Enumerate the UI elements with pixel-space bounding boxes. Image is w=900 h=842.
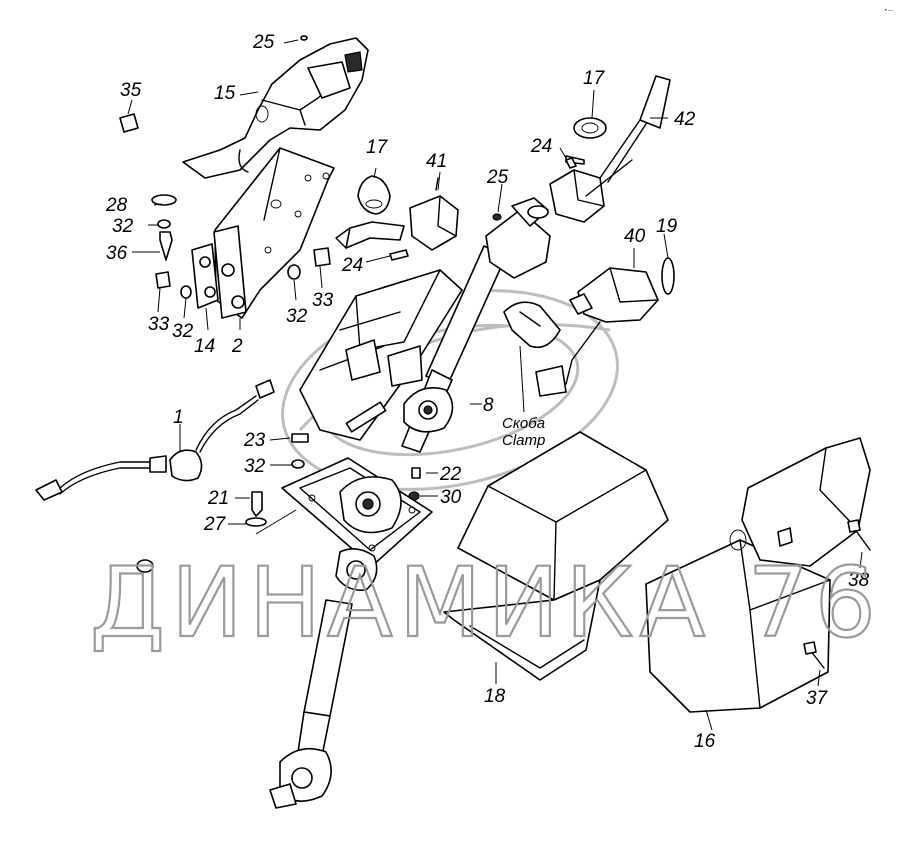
callout-1: 1 [173, 407, 184, 428]
clamp-note-ru: Скоба [502, 415, 545, 432]
callout-22: 22 [439, 464, 462, 485]
watermark-text: ДИНАМИКА 76 [90, 547, 882, 659]
leader-lines [127, 39, 863, 731]
callout-32-floor: 32 [244, 456, 266, 477]
cap-part-17 [357, 175, 391, 215]
intermediate-shaft [269, 548, 378, 809]
callout-18: 18 [484, 686, 506, 707]
callout-32-plate: 32 [286, 306, 308, 327]
callout-30: 30 [440, 487, 462, 508]
lower-cover-part-16 [645, 437, 871, 713]
callout-14: 14 [194, 336, 215, 357]
combination-switch-part-42 [549, 75, 671, 223]
corner-mark: •— [884, 7, 894, 14]
callout-32-bracket: 32 [172, 321, 194, 342]
callout-19: 19 [656, 216, 678, 237]
housing-part-18 [443, 431, 669, 681]
callout-2: 2 [231, 336, 243, 357]
callout-16: 16 [694, 731, 716, 752]
callout-33-left: 33 [148, 314, 170, 335]
screws [136, 519, 871, 669]
steering-column-part-8 [299, 197, 551, 453]
clamp [503, 301, 561, 349]
callout-17-cap: 17 [366, 137, 389, 158]
bracket-plate-part-2 [191, 147, 335, 319]
hardware-left [119, 35, 331, 299]
callout-8: 8 [483, 395, 494, 416]
floor-plate [281, 457, 433, 567]
callout-24-lower: 24 [341, 255, 363, 276]
callout-27: 27 [203, 514, 227, 535]
ignition-switch-part-40 [535, 257, 675, 397]
callout-24-upper: 24 [530, 136, 552, 157]
callout-21: 21 [207, 488, 229, 509]
switch-part-41 [335, 177, 459, 251]
callout-37: 37 [806, 688, 829, 709]
callout-38: 38 [848, 570, 870, 591]
callout-25-top: 25 [252, 32, 275, 53]
callout-35: 35 [120, 80, 142, 101]
sensor-cable-part-1 [35, 379, 275, 501]
callout-41: 41 [426, 151, 447, 172]
callout-15: 15 [214, 83, 236, 104]
upper-cover-part-15 [182, 37, 369, 179]
callout-40: 40 [624, 226, 646, 247]
callout-36: 36 [106, 243, 128, 264]
callout-33-right: 33 [312, 290, 334, 311]
callout-42: 42 [674, 109, 696, 130]
clamp-note-en: Clamp [502, 432, 545, 449]
callout-28: 28 [105, 195, 128, 216]
clamp-note: Скоба Clamp [502, 415, 545, 449]
callout-25-column: 25 [486, 167, 509, 188]
callout-labels: 1 2 8 14 15 16 17 17 18 19 21 22 23 24 2… [105, 32, 870, 752]
callout-17-horn: 17 [583, 68, 606, 89]
callout-23: 23 [243, 430, 266, 451]
callout-32-washer: 32 [112, 216, 134, 237]
